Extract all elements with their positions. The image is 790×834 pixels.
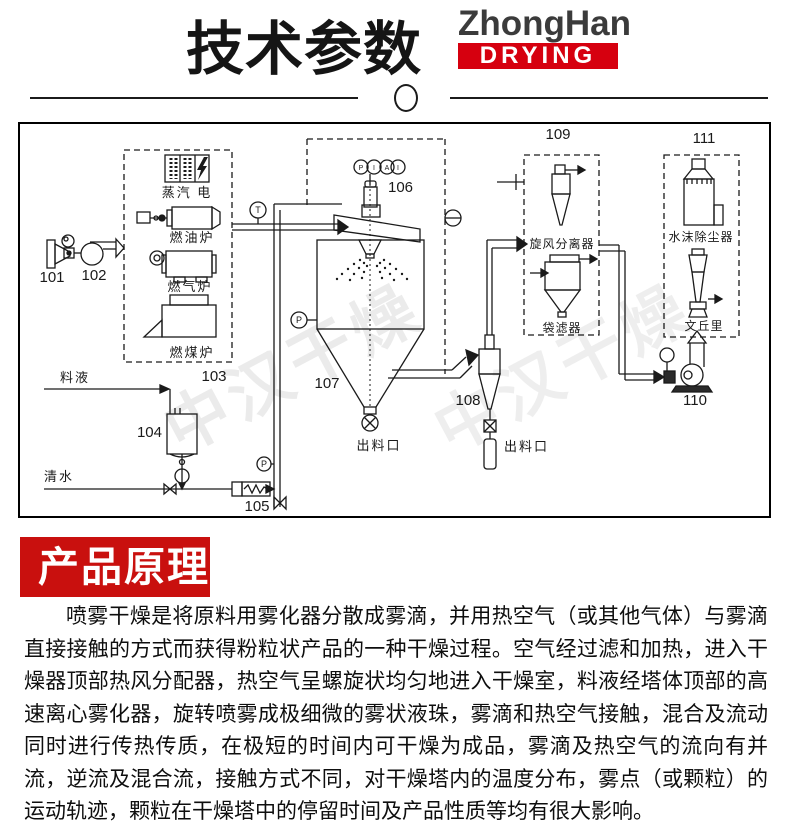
cold-air-duct	[256, 203, 342, 511]
process-flow-diagram: 中汉干燥 中汉干燥	[18, 122, 771, 518]
atomizer-inst-4: I	[397, 165, 399, 172]
feed-line	[44, 383, 171, 414]
tower-to-cyclone-pipe	[388, 348, 480, 379]
section-divider	[0, 84, 790, 112]
label-bag-filter: 袋滤器	[542, 321, 581, 335]
atomizer-inst-3: A	[385, 165, 390, 172]
label-steam-electric: 蒸汽 电	[162, 185, 213, 200]
brand-name: ZhongHan	[458, 4, 632, 43]
bag-filter	[530, 253, 599, 318]
atomizer-inst-1: P	[359, 165, 364, 172]
label-106: 106	[388, 179, 413, 196]
principle-text: 喷雾干燥是将原料用雾化器分散成雾滴，并用热空气（或其他气体）与雾滴直接接触的方式…	[24, 605, 768, 823]
water-mist-dust-remover	[682, 158, 724, 226]
label-103: 103	[201, 368, 226, 385]
clean-water-line	[44, 482, 232, 496]
label-105: 105	[244, 498, 269, 515]
press-gauge-tower-label: P	[296, 315, 302, 325]
exhaust-pipe	[599, 244, 666, 385]
label-venturi: 文丘里	[684, 318, 723, 333]
label-110: 110	[683, 392, 707, 409]
wet-scrubber-box-111	[663, 154, 740, 338]
divider-line-left	[30, 97, 358, 99]
label-oil-furnace: 燃油炉	[169, 230, 214, 245]
label-tower-discharge: 出料口	[356, 438, 401, 453]
water-filter-105	[231, 481, 276, 497]
label-cyclone-separator: 旋风分离器	[529, 236, 594, 251]
atomizer-inst-2: I	[373, 165, 375, 172]
heat-source-box-103	[123, 149, 233, 363]
divider-line-right	[450, 97, 768, 99]
label-104: 104	[137, 424, 162, 441]
press-gauge-duct-label: P	[261, 459, 267, 469]
hot-air-distributor	[333, 214, 421, 243]
atomizer-106	[353, 159, 406, 218]
spray-pattern	[335, 258, 409, 282]
temp-gauge-label: T	[255, 205, 261, 215]
label-gas-furnace: 燃气炉	[167, 279, 212, 294]
feed-tank-104	[166, 408, 198, 491]
tower-dashed-box	[306, 138, 446, 374]
label-feed-liquid: 料液	[60, 370, 90, 385]
label-102: 102	[81, 267, 106, 284]
air-filter-101	[46, 234, 81, 269]
drying-tower-107	[290, 184, 425, 432]
diagram-labels: 101 102 103 104 105 106 107 108 109 110 …	[39, 126, 733, 515]
divider-circle-icon	[394, 84, 418, 112]
brand-tagline: DRYING	[458, 43, 618, 69]
watermark: 中汉干燥 中汉干燥	[153, 271, 704, 466]
label-clean-water: 清水	[44, 469, 74, 484]
section-heading: 产品原理	[20, 537, 210, 597]
exhaust-damper-gauge	[444, 209, 462, 227]
label-111: 111	[693, 130, 716, 147]
diagram-svg: 中汉干燥 中汉干燥	[39, 126, 740, 515]
label-107: 107	[314, 375, 339, 392]
label-cyclone-discharge: 出料口	[504, 439, 549, 454]
hot-air-pipe	[232, 201, 350, 236]
coal-furnace	[142, 294, 217, 338]
cyclone-separator	[551, 164, 587, 226]
feed-blower-102	[80, 237, 125, 266]
gas-furnace	[149, 250, 217, 283]
label-water-mist-remover: 水沫除尘器	[668, 229, 733, 244]
page-title: 技术参数	[186, 17, 423, 82]
label-coal-furnace: 燃煤炉	[169, 345, 214, 360]
venturi	[688, 248, 724, 318]
oil-furnace	[136, 205, 221, 231]
pipe-break-mark	[497, 174, 524, 190]
discharge-cyclone-108	[478, 334, 501, 470]
label-101: 101	[39, 269, 64, 286]
riser-pipe	[486, 235, 529, 335]
label-109: 109	[545, 126, 570, 143]
steam-electric-heater	[164, 154, 210, 183]
svg-text:中汉干燥: 中汉干燥	[423, 271, 704, 466]
label-108: 108	[455, 392, 480, 409]
brand-logo: ZhongHan DRYING	[458, 4, 632, 69]
